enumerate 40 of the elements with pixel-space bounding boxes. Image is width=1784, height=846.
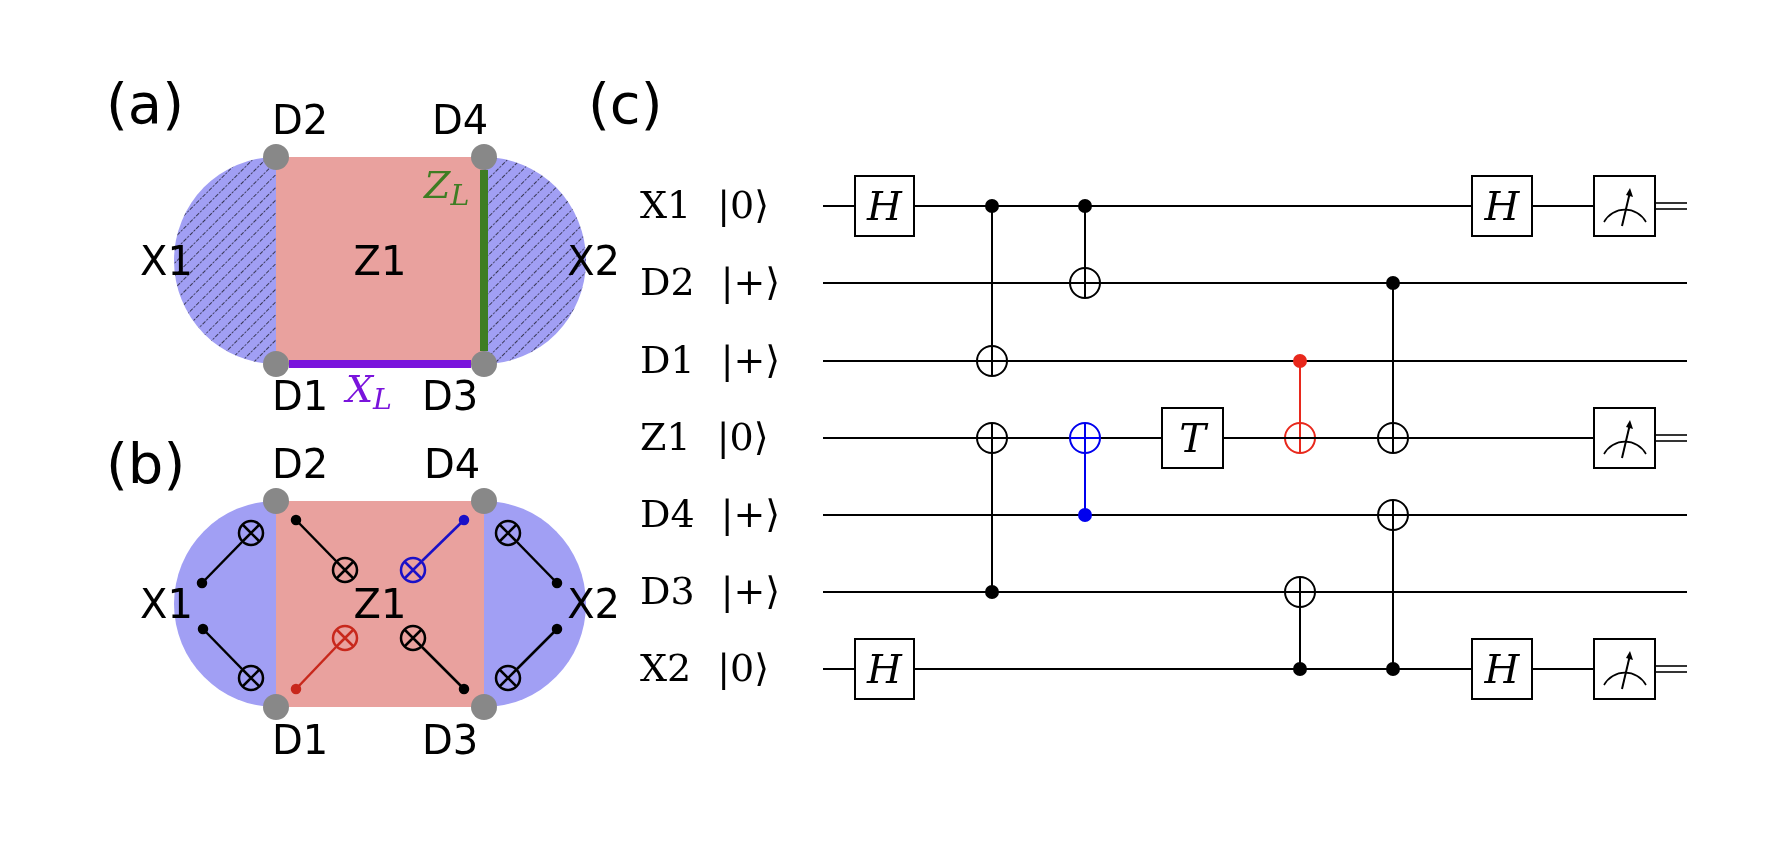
plaquette: [276, 501, 484, 707]
circuit-wire: [914, 668, 1472, 670]
gate-label: H: [1484, 186, 1520, 226]
gate-box: [854, 638, 915, 700]
qubit-label: D1: [272, 376, 329, 416]
plaquette-label: X2: [567, 584, 620, 624]
qubit-label: D2: [272, 100, 329, 140]
circuit-wire: [1223, 437, 1594, 439]
gate-box: [854, 175, 915, 237]
gate-box: [1471, 175, 1533, 237]
circuit-wire: [914, 205, 1472, 207]
panel-label: (a): [106, 76, 184, 132]
plaquette-label: X1: [140, 584, 193, 624]
logical-operator-line: [289, 360, 471, 368]
qubit-label: D4: [424, 444, 481, 484]
qubit-label: D3: [422, 720, 479, 760]
qubit-label: D2: [272, 444, 329, 484]
panel-label: (b): [106, 436, 186, 492]
plaquette-label: Z1: [352, 584, 408, 624]
measurement-box: [1593, 638, 1656, 700]
circuit-wire: [1532, 205, 1594, 207]
gate-label: H: [867, 186, 902, 226]
plaquette-label: Z1: [352, 240, 408, 281]
circuit-wire: [1532, 668, 1594, 670]
plaquette: [140, 501, 276, 707]
qubit-label: D3: [422, 376, 479, 416]
measurement-box: [1593, 175, 1656, 237]
gate-label: H: [1484, 649, 1520, 689]
gate-label: H: [867, 649, 902, 689]
panel-label: (c): [588, 76, 663, 132]
plaquette: [140, 157, 276, 364]
qubit-label: D4: [432, 100, 489, 140]
plaquette-label: X1: [140, 240, 193, 281]
logical-operator-line: [480, 170, 488, 351]
plaquette-label: X2: [567, 240, 620, 281]
edge-label: Z$_{L}$: [424, 166, 470, 204]
measurement-box: [1593, 407, 1656, 469]
gate-box: [1161, 407, 1224, 469]
qubit-label: D1: [272, 720, 329, 760]
gate-box: [1471, 638, 1533, 700]
